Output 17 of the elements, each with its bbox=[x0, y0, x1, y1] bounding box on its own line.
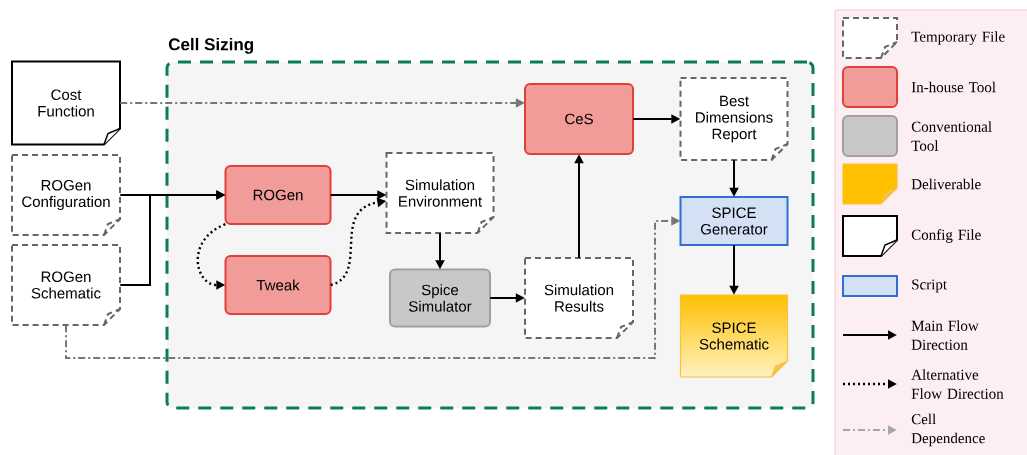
tool-box: ROGen bbox=[224, 165, 332, 225]
legend-label: Cell Dependence bbox=[911, 413, 985, 447]
legend-label: Alternative Flow Direction bbox=[911, 369, 1004, 399]
tool-box: CeS bbox=[524, 83, 634, 155]
deliverable-note: SPICE Schematic bbox=[679, 294, 789, 378]
legend-label: Temporary File bbox=[911, 31, 1005, 45]
script-box: SPICE Generator bbox=[679, 196, 789, 246]
legend-label: In-house Tool bbox=[911, 81, 996, 93]
arrow bbox=[196, 223, 226, 290]
legend-label: Main Flow Direction bbox=[911, 320, 979, 350]
legend-label: Conventional Tool bbox=[911, 121, 992, 151]
group-heading: Cell Sizing bbox=[168, 37, 253, 54]
legend-label: Deliverable bbox=[911, 178, 981, 190]
legend-label: Config File bbox=[911, 229, 981, 243]
legend-label: Script bbox=[912, 279, 947, 293]
tool-box: Spice Simulator bbox=[389, 268, 491, 328]
tool-box: Tweak bbox=[224, 255, 332, 315]
